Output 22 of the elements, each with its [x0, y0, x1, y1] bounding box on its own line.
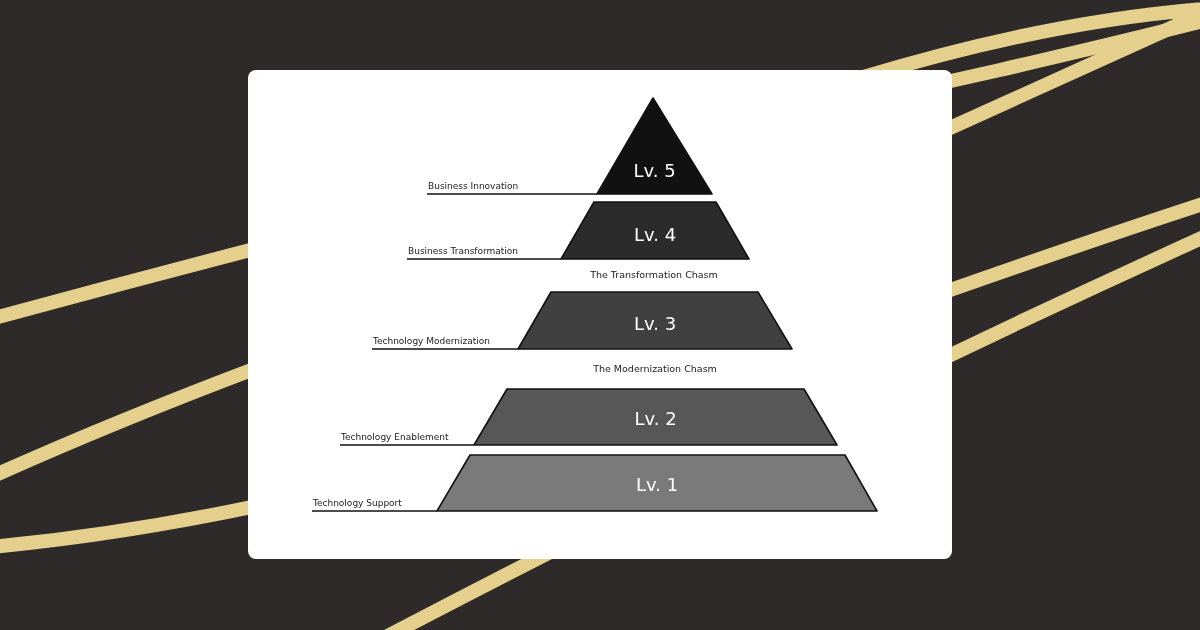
pyramid-level-trapezoid	[561, 202, 749, 259]
pyramid-level-trapezoid	[474, 389, 837, 445]
chasm-label: The Transformation Chasm	[590, 269, 718, 280]
chasm-label: The Modernization Chasm	[593, 363, 717, 374]
level-description: Business Transformation	[407, 246, 520, 257]
level-label: Lv. 4	[632, 224, 678, 245]
level-description: Technology Support	[312, 498, 403, 509]
level-label: Lv. 5	[632, 160, 677, 181]
leader-line	[339, 444, 475, 446]
level-description: Business Innovation	[427, 181, 520, 192]
level-description: Technology Modernization	[372, 336, 492, 347]
level-label: Lv. 2	[633, 408, 678, 429]
leader-line	[426, 193, 598, 195]
level-label: Lv. 3	[632, 313, 678, 334]
leader-line	[406, 258, 562, 260]
pyramid-apex-triangle	[597, 98, 712, 194]
level-description: Technology Enablement	[340, 432, 450, 443]
pyramid-level-trapezoid	[518, 292, 792, 349]
leader-line	[371, 348, 519, 350]
level-label: Lv. 1	[634, 474, 680, 495]
leader-line	[311, 510, 438, 512]
pyramid-level-trapezoid	[437, 455, 877, 511]
